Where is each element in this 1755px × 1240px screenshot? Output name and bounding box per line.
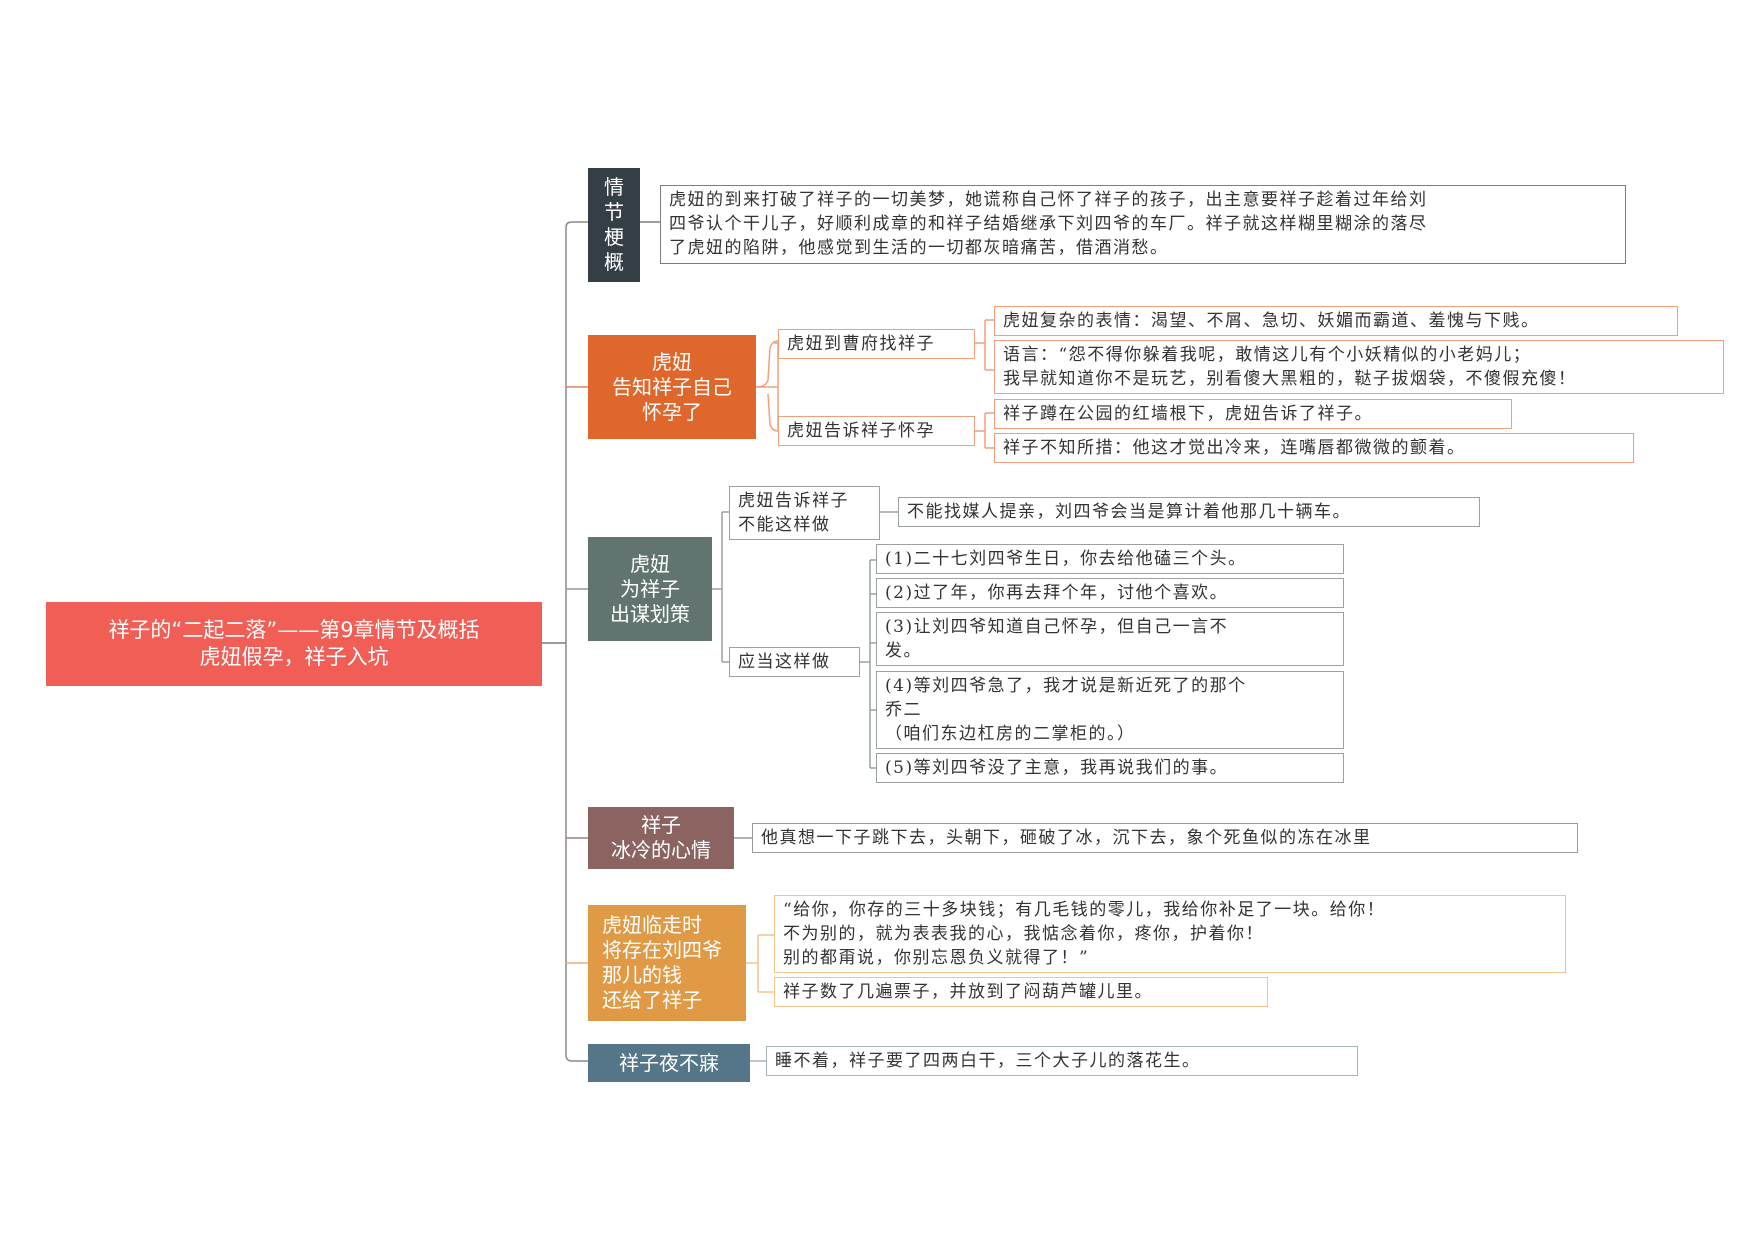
red-wall-scene: 祥子蹲在公园的红墙根下，虎妞告诉了祥子。	[994, 399, 1512, 429]
huniu-speech-money: “给你，你存的三十多块钱；有几毛钱的零儿，我给你补足了一块。给你！ 不为别的，就…	[774, 895, 1566, 973]
branch-sleepless: 祥子夜不寐	[588, 1044, 750, 1082]
step-2: (2)过了年，你再去拜个年，讨他个喜欢。	[876, 578, 1344, 608]
counted-bills: 祥子数了几遍票子，并放到了闷葫芦罐儿里。	[774, 977, 1268, 1007]
branch-plot-summary: 情 节 梗 概	[588, 168, 640, 282]
sub-tell-pregnant: 虎妞告诉祥子怀孕	[778, 416, 975, 446]
sleepless-text: 睡不着，祥子要了四两白干，三个大子儿的落花生。	[766, 1046, 1358, 1076]
sub-should-do: 应当这样做	[729, 647, 860, 677]
branch-cold-mood: 祥子 冰冷的心情	[588, 807, 734, 869]
step-4: (4)等刘四爷急了，我才说是新近死了的那个 乔二 （咱们东边杠房的二掌柜的。）	[876, 671, 1344, 749]
branch-scheme: 虎妞 为祥子 出谋划策	[588, 537, 712, 641]
sub-find-xiangzi: 虎妞到曹府找祥子	[778, 329, 975, 359]
step-1: (1)二十七刘四爷生日，你去给他磕三个头。	[876, 544, 1344, 574]
mood-text: 他真想一下子跳下去，头朝下，砸破了冰，沉下去，象个死鱼似的冻在冰里	[752, 823, 1578, 853]
sub-cannot-do: 虎妞告诉祥子 不能这样做	[729, 486, 880, 540]
step-3: (3)让刘四爷知道自己怀孕，但自己一言不 发。	[876, 612, 1344, 666]
huniu-expression: 虎妞复杂的表情：渴望、不屑、急切、妖媚而霸道、羞愧与下贱。	[994, 306, 1678, 336]
plot-summary-text: 虎妞的到来打破了祥子的一切美梦，她谎称自己怀了祥子的孩子，出主意要祥子趁着过年给…	[660, 185, 1626, 264]
no-matchmaker: 不能找媒人提亲，刘四爷会当是算计着他那几十辆车。	[898, 497, 1480, 527]
step-5: (5)等刘四爷没了主意，我再说我们的事。	[876, 753, 1344, 783]
xiangzi-at-loss: 祥子不知所措：他这才觉出冷来，连嘴唇都微微的颤着。	[994, 433, 1634, 463]
central-topic: 祥子的“二起二落”——第9章情节及概括 虎妞假孕，祥子入坑	[46, 602, 542, 686]
branch-return-money: 虎妞临走时 将存在刘四爷 那儿的钱 还给了祥子	[588, 905, 746, 1021]
huniu-speech: 语言：“怨不得你躲着我呢，敢情这儿有个小妖精似的小老妈儿； 我早就知道你不是玩艺…	[994, 340, 1724, 394]
branch-huniu-pregnant: 虎妞 告知祥子自己 怀孕了	[588, 335, 756, 439]
